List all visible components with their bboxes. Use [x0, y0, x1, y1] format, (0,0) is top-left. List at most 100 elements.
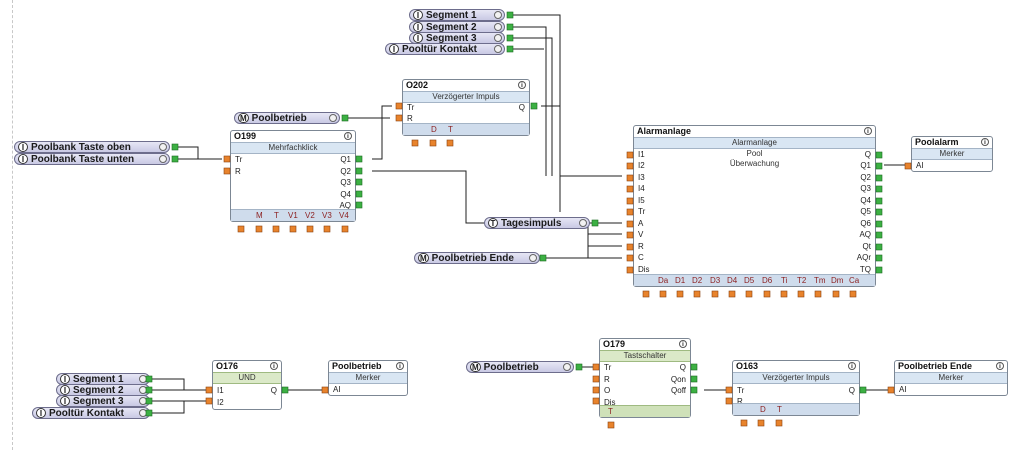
param-v2: V2: [305, 211, 315, 220]
pin-i1: I1: [217, 386, 224, 395]
block-id: O202: [406, 80, 429, 90]
pin-a: A: [638, 219, 644, 228]
merker-label: Poolbetrieb: [483, 362, 539, 373]
info-icon[interactable]: i: [996, 362, 1004, 370]
port-dot-icon: [563, 363, 571, 371]
param-d1: D1: [675, 276, 686, 285]
block-description-line2: Überwachung: [729, 159, 780, 168]
block-header: O202 i: [403, 80, 529, 91]
block-id: Poolalarm: [915, 137, 959, 147]
block-subtitle: Verzögerter Impuls: [733, 372, 859, 384]
param-d5: D5: [744, 276, 755, 285]
block-subtitle: UND: [213, 372, 281, 384]
port-dot-icon: [159, 155, 167, 163]
port-dot-icon: [529, 254, 537, 262]
pin-i2: I2: [217, 398, 224, 407]
param-da: Da: [658, 276, 669, 285]
input-label: Segment 3: [426, 33, 477, 44]
param-d4: D4: [727, 276, 738, 285]
pin-i2: I2: [638, 161, 645, 170]
param-d: D: [431, 125, 437, 134]
pin-q5: Q5: [860, 207, 871, 216]
input-type-icon: I: [413, 10, 423, 20]
block-id: O176: [216, 361, 239, 371]
pin-dis: Dis: [638, 265, 650, 274]
input-type-icon: I: [18, 142, 28, 152]
param-d2: D2: [692, 276, 703, 285]
info-icon[interactable]: i: [848, 362, 856, 370]
pin-tq: TQ: [859, 265, 871, 274]
input-type-icon: I: [413, 22, 423, 32]
pin-q2: Q2: [340, 167, 351, 176]
pin-ai: AI: [916, 161, 924, 170]
block-subtitle: Merker: [329, 372, 407, 384]
port-dot-icon: [494, 11, 502, 19]
pin-aq: AQ: [339, 201, 351, 210]
pin-o: O: [604, 386, 611, 395]
pin-tr: Tr: [638, 207, 646, 216]
merker-label: Poolbetrieb: [251, 113, 307, 124]
pin-q6: Q6: [860, 219, 871, 228]
pin-tr: Tr: [737, 386, 745, 395]
input-type-icon: I: [18, 154, 28, 164]
wire-segment2-alarm: [512, 26, 547, 176]
port-dot-icon: [139, 375, 147, 383]
pin-q4: Q4: [340, 190, 351, 199]
info-icon[interactable]: i: [981, 138, 989, 146]
wire-segment3-alarm: [512, 37, 553, 176]
info-icon[interactable]: i: [518, 81, 526, 89]
info-icon[interactable]: i: [344, 132, 352, 140]
pin-q3: Q3: [340, 178, 351, 187]
block-subtitle: Merker: [912, 148, 992, 160]
param-v1: V1: [288, 211, 298, 220]
merker-type-icon: M: [418, 253, 429, 263]
input-label: Segment 1: [73, 374, 124, 385]
info-icon[interactable]: i: [270, 362, 278, 370]
pin-i5: I5: [638, 196, 645, 205]
pin-c: C: [638, 253, 644, 262]
pin-aqr: AQr: [856, 253, 871, 262]
param-t: T: [448, 125, 453, 134]
input-label: Segment 3: [73, 396, 124, 407]
port-dot-icon: [159, 143, 167, 151]
block-poolalarm-merker[interactable]: Poolalarm i Merker AI: [911, 136, 993, 172]
pin-r: R: [638, 242, 644, 251]
block-subtitle: Tastschalter: [600, 350, 690, 362]
param-bar: [733, 403, 859, 415]
merker-type-icon: M: [470, 362, 481, 372]
param-d: D: [760, 405, 766, 414]
input-label: Segment 1: [426, 10, 477, 21]
input-label: Poolbank Taste unten: [31, 154, 135, 165]
param-tm: Tm: [814, 276, 826, 285]
canvas-left-guide: [12, 0, 13, 450]
port-dot-icon: [494, 45, 502, 53]
pin-i3: I3: [638, 173, 645, 182]
param-ca: Ca: [849, 276, 860, 285]
info-icon[interactable]: i: [396, 362, 404, 370]
port-dot-icon: [494, 23, 502, 31]
info-icon[interactable]: i: [864, 127, 872, 135]
info-icon[interactable]: i: [679, 340, 687, 348]
input-label: Pooltür Kontakt: [49, 408, 124, 419]
